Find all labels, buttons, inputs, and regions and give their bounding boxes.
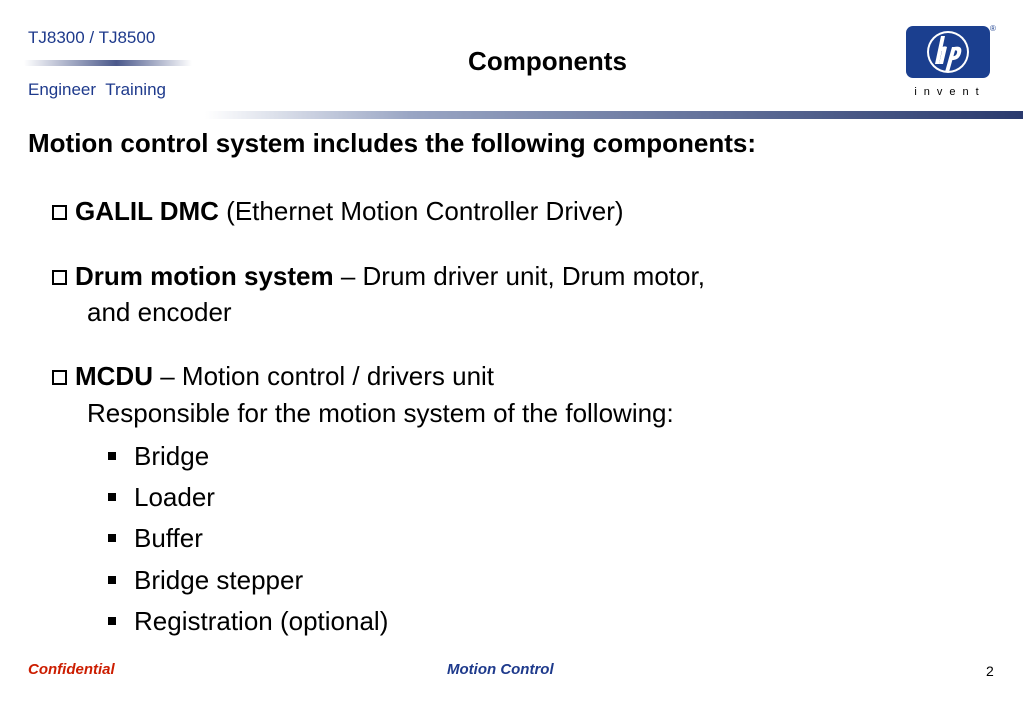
footer-section-title: Motion Control: [447, 661, 554, 678]
sub-item: Buffer: [108, 520, 203, 556]
checkbox-bullet-icon: [52, 270, 67, 285]
item-text: – Motion control / drivers unit: [153, 361, 495, 391]
sub-item-label: Bridge: [134, 441, 210, 471]
list-item-galil: GALIL DMC (Ethernet Motion Controller Dr…: [52, 193, 624, 229]
page-title: Components: [468, 46, 627, 76]
checkbox-bullet-icon: [52, 205, 67, 220]
hp-registered-mark: ®: [990, 24, 996, 33]
sub-item: Bridge: [108, 438, 209, 474]
header-product: TJ8300 / TJ8500: [28, 28, 156, 47]
square-bullet-icon: [108, 534, 116, 542]
item-text: – Drum driver unit, Drum motor,: [333, 261, 705, 291]
header-training: Engineer Training: [28, 80, 166, 99]
hp-invent-tagline: invent: [914, 86, 986, 98]
sub-item-label: Registration (optional): [134, 606, 389, 636]
item-bold-label: GALIL DMC: [75, 196, 219, 226]
item-text: (Ethernet Motion Controller Driver): [218, 196, 624, 226]
sub-item-label: Bridge stepper: [134, 565, 304, 595]
item-bold-label: MCDU: [75, 361, 153, 391]
list-item-drum: Drum motion system – Drum driver unit, D…: [52, 258, 705, 294]
square-bullet-icon: [108, 452, 116, 460]
sub-item-label: Buffer: [134, 523, 203, 553]
page-number: 2: [986, 663, 994, 679]
sub-item: Loader: [108, 479, 215, 515]
checkbox-bullet-icon: [52, 370, 67, 385]
hp-logo-box: [906, 26, 990, 78]
item-bold-label: Drum motion system: [75, 261, 334, 291]
square-bullet-icon: [108, 576, 116, 584]
square-bullet-icon: [108, 617, 116, 625]
square-bullet-icon: [108, 493, 116, 501]
item-continuation: Responsible for the motion system of the…: [87, 398, 674, 428]
sub-item: Bridge stepper: [108, 562, 303, 598]
item-continuation: and encoder: [87, 297, 232, 327]
sub-item: Registration (optional): [108, 603, 388, 639]
hp-logo: ® invent: [904, 24, 996, 106]
header-underline: [24, 60, 192, 66]
hp-logo-icon: [927, 31, 969, 73]
header-divider: [205, 111, 1023, 119]
content-heading: Motion control system includes the follo…: [28, 128, 757, 158]
sub-item-label: Loader: [134, 482, 215, 512]
list-item-mcdu: MCDU – Motion control / drivers unit: [52, 358, 494, 394]
footer-confidential: Confidential: [28, 661, 115, 678]
